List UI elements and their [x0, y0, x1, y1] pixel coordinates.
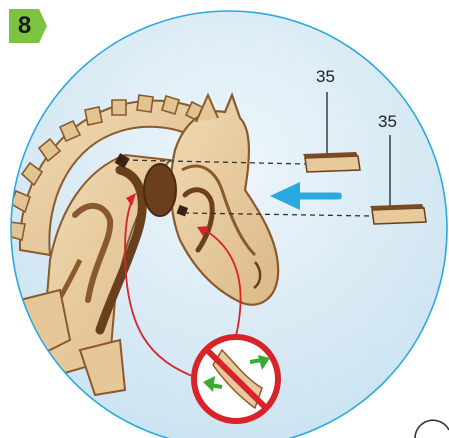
- prohibited-insertion-icon: [194, 337, 278, 421]
- step-number: 8: [9, 9, 40, 43]
- step-badge: 8: [9, 9, 47, 43]
- part-label-upper: 35: [316, 67, 335, 87]
- next-step-edge: [415, 420, 449, 438]
- part-label-lower: 35: [378, 112, 397, 132]
